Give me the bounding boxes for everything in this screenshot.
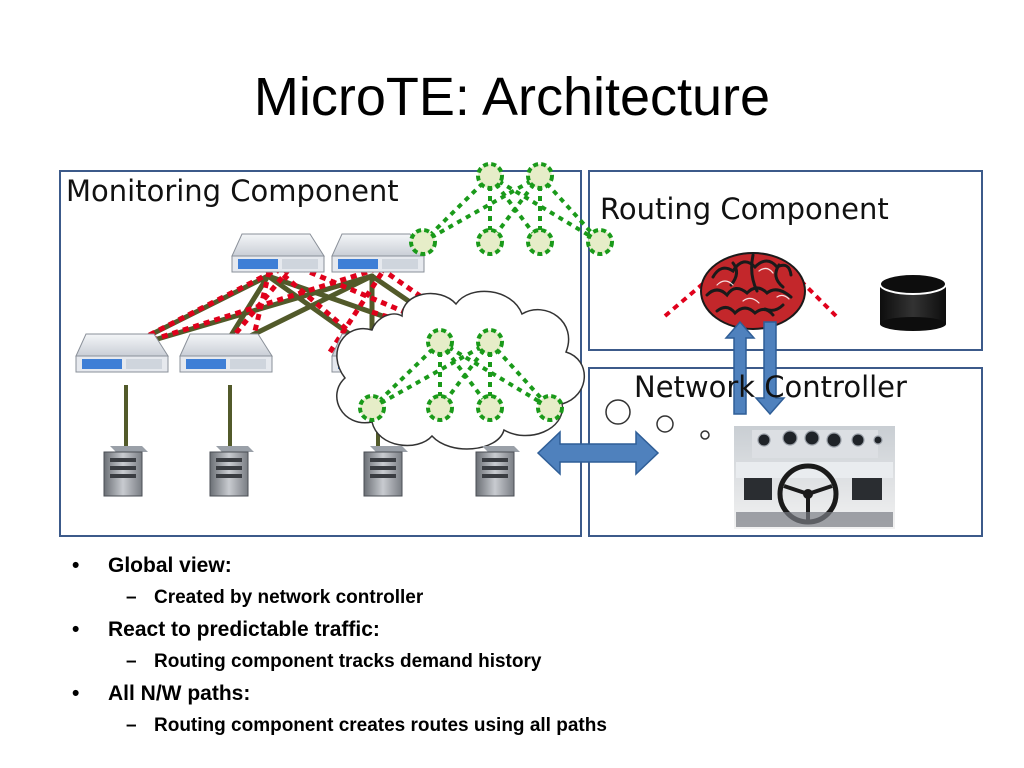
sub-bullet-dash: –: [126, 587, 137, 608]
bullet-text: Global view:: [108, 554, 232, 577]
bullet-dot: •: [72, 554, 80, 577]
database-icon: [879, 273, 947, 331]
server-icon: [209, 446, 254, 497]
server-icon: [363, 446, 408, 497]
sub-bullet-item: –Routing component tracks demand history: [60, 646, 1000, 678]
bullet-item: • Global view:: [60, 550, 1000, 582]
switch-icon: [75, 333, 169, 373]
monitoring-component-panel: [59, 170, 582, 537]
sub-bullet-dash: –: [126, 651, 137, 672]
bullet-item: • React to predictable traffic:: [60, 614, 1000, 646]
bullet-dot: •: [72, 618, 80, 641]
routing-component-panel: [588, 170, 983, 351]
monitoring-component-label: Monitoring Component: [66, 174, 399, 208]
sub-bullet-item: –Routing component creates routes using …: [60, 710, 1000, 742]
horizontal-double-arrow-icon: [536, 430, 660, 476]
server-icon: [103, 446, 148, 497]
bullet-list: •Global view: –Created by network contro…: [60, 550, 1000, 742]
vertical-double-arrow-icon: [724, 320, 786, 416]
server-icon: [103, 446, 408, 497]
bullet-text: All N/W paths:: [108, 682, 251, 705]
bullet-text: React to predictable traffic:: [108, 618, 380, 641]
switch-icon: [331, 233, 425, 273]
switch-icon: [179, 333, 273, 373]
slide-title: MicroTE: Architecture: [253, 67, 771, 127]
bullet-dot: •: [72, 682, 80, 705]
green-tree-top: [421, 174, 602, 244]
sub-bullet-text: Routing component tracks demand history: [154, 651, 542, 672]
sub-bullet-text: Created by network controller: [154, 587, 424, 608]
thought-bubble-icon: [605, 399, 710, 440]
network-controller-label: Network Controller: [634, 370, 907, 404]
sub-bullet-dash: –: [126, 715, 137, 736]
server-icon: [475, 446, 520, 497]
bullet-item: • All N/W paths:: [60, 678, 1000, 710]
sub-bullet-text: Routing component creates routes using a…: [154, 715, 607, 736]
sub-bullet-item: –Created by network controller: [60, 582, 1000, 614]
brain-icon: [700, 252, 806, 330]
routing-component-label: Routing Component: [600, 192, 889, 226]
steering-dashboard-image: [734, 426, 895, 529]
switch-icon: [231, 233, 325, 273]
tree-node-icon: [358, 162, 614, 422]
